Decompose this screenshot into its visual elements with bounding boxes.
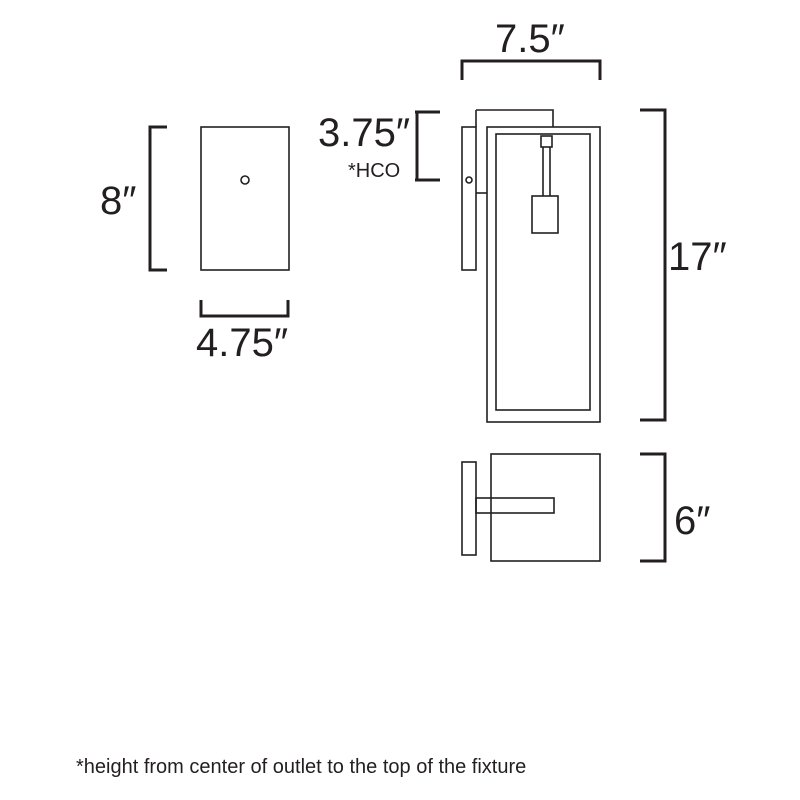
fixture-width-bracket	[460, 59, 602, 80]
fixture-width-label: 7.5″	[495, 17, 565, 61]
stem-cap	[540, 135, 553, 148]
backplate-outline	[200, 126, 290, 271]
backplate-view: 8″ 4.75″	[100, 125, 290, 365]
fixture-height-label: 17″	[668, 235, 727, 279]
side-arm	[475, 497, 555, 514]
backplate-height-label: 8″	[100, 179, 136, 223]
hco-marker: *HCO	[348, 160, 400, 182]
backplate-width-bracket	[199, 300, 290, 318]
backplate-width-label: 4.75″	[196, 321, 288, 365]
extension-label: 6″	[674, 499, 710, 543]
fixture-height-bracket	[640, 108, 667, 422]
extension-bracket	[640, 452, 667, 563]
footnote: *height from center of outlet to the top…	[76, 756, 526, 778]
side-frame	[490, 453, 601, 562]
frame-inner	[495, 133, 591, 411]
top-arm	[476, 109, 554, 127]
fixture-side-view: 6″	[461, 452, 710, 563]
frame-outer	[486, 126, 601, 423]
side-backplate	[461, 461, 477, 556]
mounting-hole	[240, 175, 250, 185]
outlet-center-mark	[465, 176, 473, 184]
stem-rod	[542, 147, 551, 196]
backplate-height-bracket	[148, 125, 167, 272]
fixture-front-view: 7.5″ 3.75″ *HCO 17″	[318, 17, 727, 423]
hco-bracket-ends	[415, 110, 440, 182]
wall-backplate-front	[461, 126, 477, 271]
lamp-socket	[531, 195, 559, 234]
hco-label: 3.75″	[318, 111, 410, 155]
